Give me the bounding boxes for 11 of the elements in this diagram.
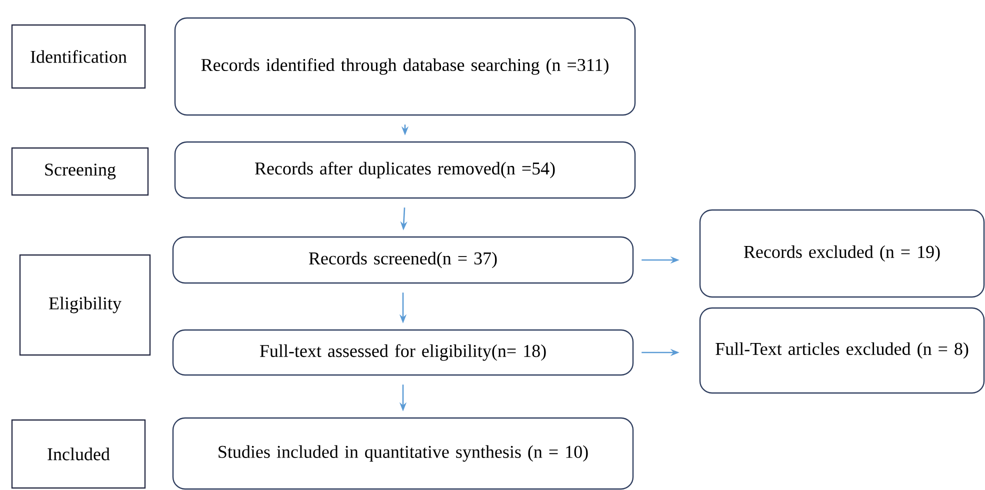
stage-box: Eligibility xyxy=(19,254,151,356)
process-box: Records screened(n = 37) xyxy=(172,236,634,284)
stage-box: Included xyxy=(11,419,146,489)
process-box: Full-Text articles excluded (n = 8) xyxy=(699,307,985,394)
stage-box: Screening xyxy=(11,147,149,196)
process-box: Studies included in quantitative synthesis (n = 10) xyxy=(172,417,634,490)
process-box: Records after duplicates removed(n =54) xyxy=(174,141,636,199)
process-box: Records excluded (n = 19) xyxy=(699,209,985,298)
process-box: Full-text assessed for eligibility(n= 18) xyxy=(172,329,634,376)
stage-box: Identification xyxy=(11,24,146,89)
process-box: Records identified through database searching (n =311) xyxy=(174,17,636,116)
